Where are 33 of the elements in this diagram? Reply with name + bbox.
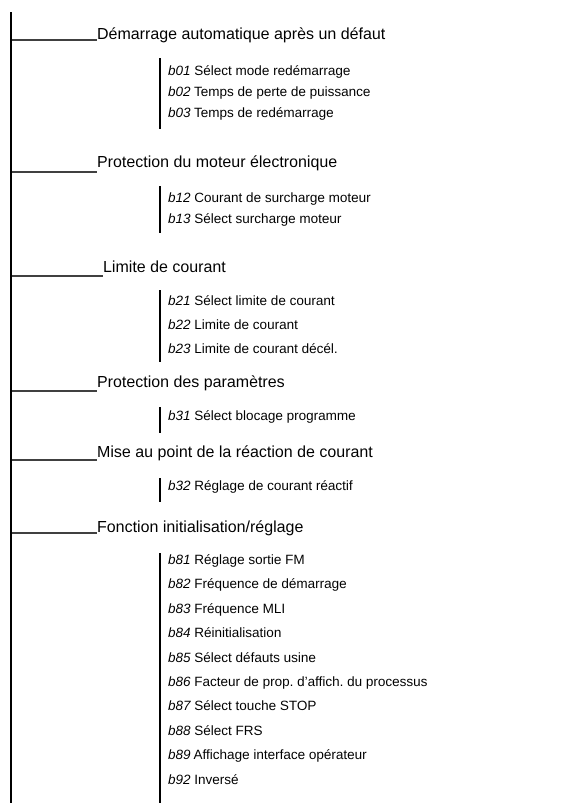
parameter-item: b02 Temps de perte de puissance	[168, 84, 370, 99]
section-heading: Mise au point de la réaction de courant	[97, 443, 373, 463]
connector-line	[12, 171, 97, 173]
connector-line	[12, 275, 103, 277]
parameter-item: b84 Réinitialisation	[168, 625, 282, 640]
section-heading: Fonction initialisation/réglage	[97, 518, 304, 538]
connector-line	[12, 459, 97, 461]
section-heading: Protection des paramètres	[97, 373, 285, 393]
parameter-item: b23 Limite de courant décél.	[168, 341, 338, 356]
connector-line	[12, 532, 97, 534]
parameter-item: b21 Sélect limite de courant	[168, 293, 335, 308]
parameter-item: b32 Réglage de courant réactif	[168, 478, 353, 493]
parameter-item: b82 Fréquence de démarrage	[168, 576, 347, 592]
connector-line	[12, 39, 97, 41]
section-heading: Protection du moteur électronique	[97, 153, 338, 173]
parameter-item: b01 Sélect mode redémarrage	[168, 63, 350, 78]
parameter-item: b86 Facteur de prop. d’affich. du processus	[168, 674, 428, 689]
connector-line	[12, 390, 97, 392]
parameter-item: b12 Courant de surcharge moteur	[168, 190, 371, 205]
trunk-line	[10, 12, 12, 803]
parameter-item: b88 Sélect FRS	[168, 722, 263, 738]
parameter-item: b13 Sélect surcharge moteur	[168, 211, 342, 226]
parameter-item: b85 Sélect défauts usine	[168, 650, 316, 665]
parameter-item: b81 Réglage sortie FM	[168, 552, 305, 567]
parameter-item: b89 Affichage interface opérateur	[168, 747, 367, 762]
section-heading: Démarrage automatique après un défaut	[97, 25, 386, 45]
parameter-item: b83 Fréquence MLI	[168, 600, 286, 616]
parameter-item: b03 Temps de redémarrage	[168, 105, 334, 120]
parameter-item: b87 Sélect touche STOP	[168, 698, 316, 714]
parameter-item: b92 Inversé	[168, 772, 239, 787]
section-heading: Limite de courant	[103, 258, 226, 278]
parameter-item: b22 Limite de courant	[168, 317, 298, 332]
parameter-item: b31 Sélect blocage programme	[168, 408, 356, 423]
